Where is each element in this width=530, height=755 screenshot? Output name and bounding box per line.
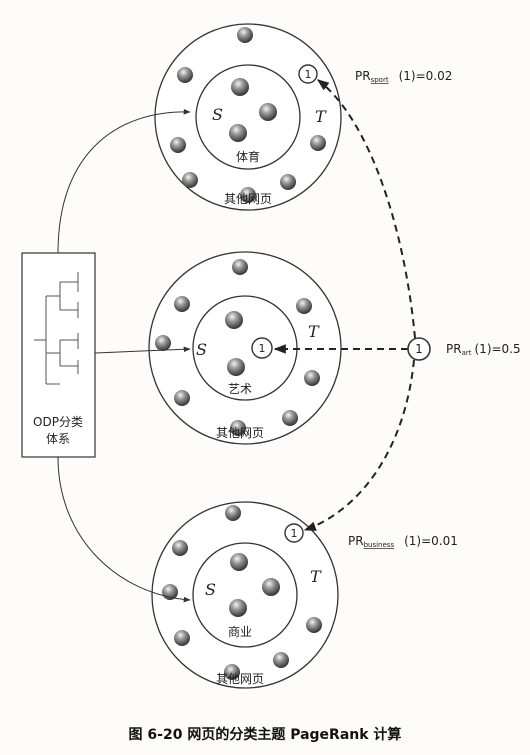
page-icon [182,172,198,188]
page-icon [177,67,193,83]
page-icon [259,103,277,121]
outer-label: 其他网页 [216,672,264,686]
page-icon [170,137,186,153]
page-icon [230,553,248,571]
page-icons [155,259,320,436]
figure-caption: 图 6-20 网页的分类主题 PageRank 计算 [128,727,402,743]
page-icon [280,174,296,190]
pr-formula-sport: PRsport(1)=0.02 [355,69,452,84]
page-icon [174,390,190,406]
page-icon [225,311,243,329]
s-label: S [196,340,207,359]
page-icon [230,420,246,436]
page-icon [296,298,312,314]
page-icon [232,259,248,275]
odp-label-line1: ODP分类 [33,415,83,429]
t-label: T [308,322,320,341]
s-label: S [205,580,216,599]
page-icon [229,124,247,142]
t-label: T [315,107,327,126]
page-icon [231,78,249,96]
target-node [284,523,304,543]
page-icon [304,370,320,386]
inner-circle [192,542,298,648]
cluster-sport: 1 S T 体育 其他网页 PRsport(1)=0.02 [154,23,452,211]
page-icon [227,358,245,376]
page-icons [170,27,326,203]
page-icon [273,652,289,668]
pr-dashed-arrows [273,79,416,531]
inner-circle [195,64,301,170]
arrow-odp-to-art [94,346,191,354]
page-icon [225,505,241,521]
source-node: 1 [407,337,431,361]
inner-category-label: 商业 [228,624,252,639]
page-icon [172,540,188,556]
page-icon [174,296,190,312]
outer-label: 其他网页 [216,426,264,440]
odp-box-border [21,252,96,458]
target-node [298,64,318,84]
odp-label-line2: 体系 [46,432,70,446]
odp-arrows [57,109,191,603]
page-icon [282,410,298,426]
page-icon [224,664,240,680]
cluster-business: 1 S T 商业 其他网页 PRbusiness(1)=0.01 [151,501,458,689]
target-node-label: 1 [291,527,298,540]
page-icon [229,599,247,617]
s-label: S [212,105,223,124]
target-node-label: 1 [305,68,312,81]
target-node-label: 1 [259,342,266,355]
page-icon [262,578,280,596]
page-icon [306,617,322,633]
arrow-odp-to-business [57,456,191,603]
pr-formula-business: PRbusiness(1)=0.01 [348,534,458,549]
page-icons [162,505,322,680]
page-icon [237,27,253,43]
target-node [251,337,273,359]
inner-category-label: 体育 [236,149,260,164]
outer-label: 其他网页 [224,192,272,206]
tree-icon [34,272,79,385]
odp-taxonomy-box: ODP分类 体系 [21,252,96,458]
cluster-art: 1 S T 艺术 其他网页 [148,251,342,445]
source-node-label: 1 [415,342,423,356]
t-label: T [310,567,322,586]
inner-category-label: 艺术 [228,382,252,396]
source-node-circle [407,337,431,361]
page-icon [155,335,171,351]
page-icon [240,187,256,203]
pr-formula-art: PRart(1)=0.5 [446,342,521,357]
page-icon [310,135,326,151]
arrow-odp-to-sport [57,109,191,254]
dashed-arrow-to-sport [317,79,416,339]
page-icon [174,630,190,646]
